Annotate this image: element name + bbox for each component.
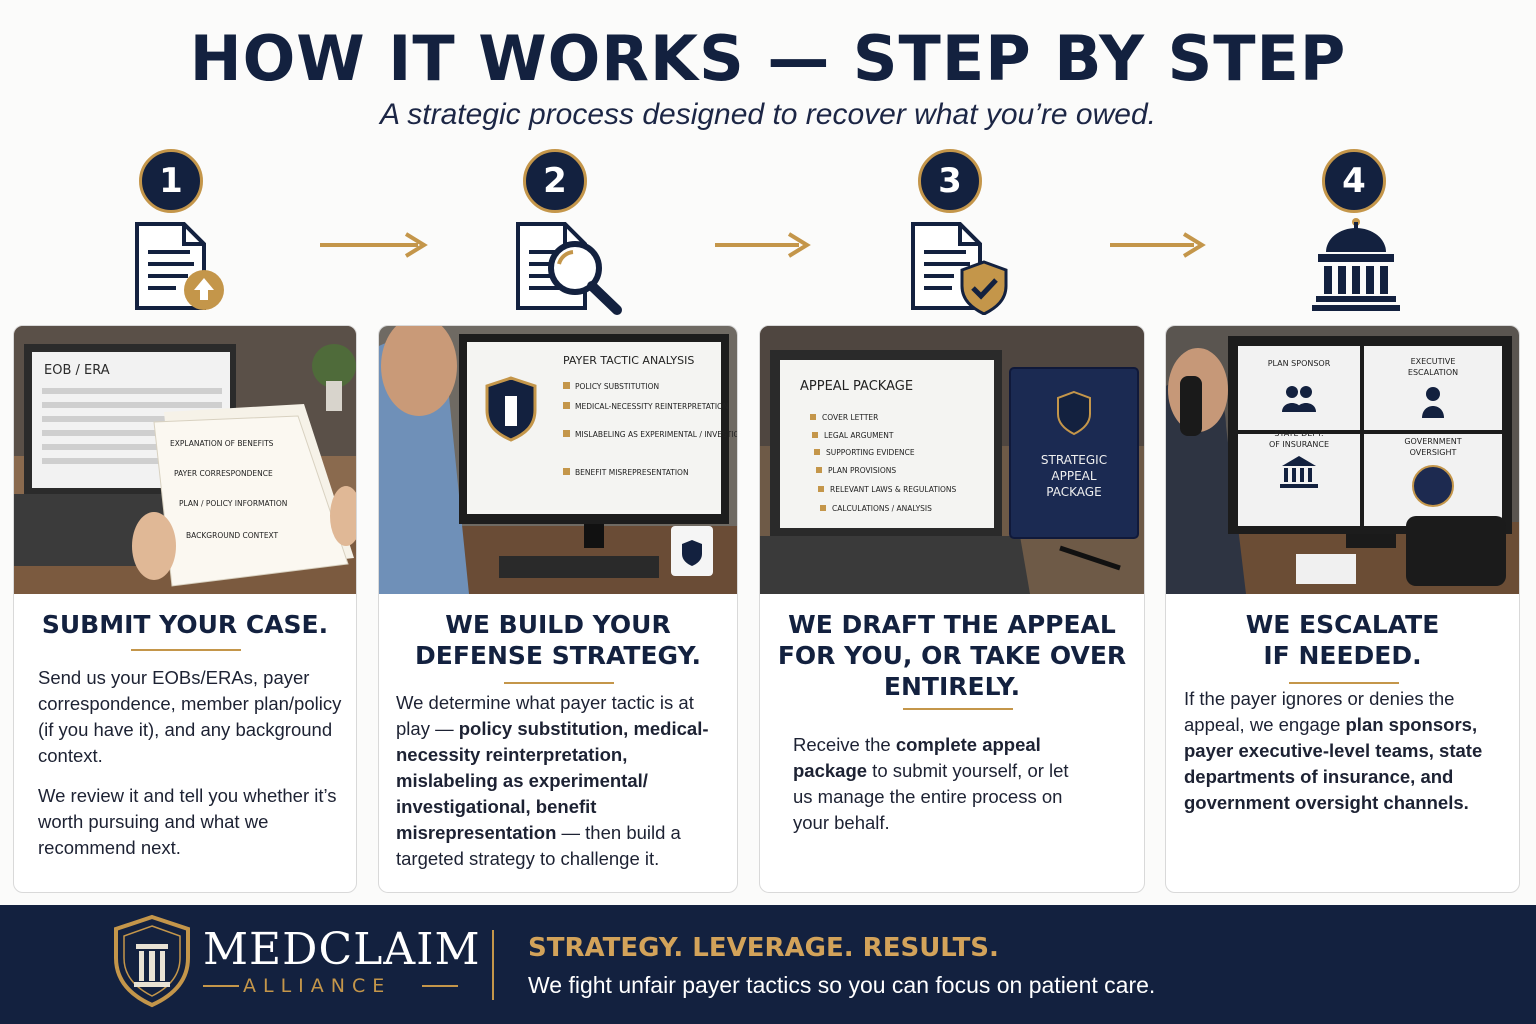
tactic-item: BENEFIT MISREPRESENTATION — [575, 468, 689, 477]
step-4-title: WE ESCALATE IF NEEDED. — [1166, 609, 1519, 671]
eob-screen-title: EOB / ERA — [44, 363, 110, 378]
step-2-title-line-2: DEFENSE STRATEGY. — [415, 641, 701, 670]
title-underline — [131, 649, 241, 651]
step-4-badge: 4 — [1322, 149, 1386, 213]
step-4-photo: PLAN SPONSOR EXECUTIVE ESCALATION STATE … — [1166, 326, 1519, 594]
step-3-title: WE DRAFT THE APPEAL FOR YOU, OR TAKE OVE… — [760, 609, 1144, 702]
body-emphasis: plan sponsors, payer executive-level tea… — [1184, 714, 1483, 813]
tactic-item: POLICY SUBSTITUTION — [575, 382, 659, 391]
appeal-item: CALCULATIONS / ANALYSIS — [832, 504, 932, 513]
appeal-screen-title: APPEAL PACKAGE — [800, 379, 913, 394]
arrow-right-icon — [320, 232, 430, 263]
brand-rule-left — [203, 985, 239, 987]
body-text: If the payer ignores or denies the appea… — [1184, 688, 1455, 735]
brand-subname: ALLIANCE — [243, 975, 392, 997]
step-3-body: Receive the complete appeal package to s… — [793, 732, 1093, 850]
svg-text:OF INSURANCE: OF INSURANCE — [1269, 440, 1329, 449]
svg-text:ESCALATION: ESCALATION — [1408, 368, 1458, 377]
tactic-item: MISLABELING AS EXPERIMENTAL / INVESTIGAT… — [575, 430, 737, 439]
step-1-photo: EOB / ERA EXPLANATION OF BENEFITS PAYER … — [14, 326, 356, 594]
brand-rule-right — [422, 985, 458, 987]
footer-divider — [492, 930, 494, 1000]
step-3-photo: APPEAL PACKAGE COVER LETTER LEGAL ARGUME… — [760, 326, 1144, 594]
step-2-title-line-1: WE BUILD YOUR — [445, 610, 671, 639]
paper-label: EXPLANATION OF BENEFITS — [170, 439, 274, 448]
page-title: HOW IT WORKS — STEP BY STEP — [189, 22, 1347, 95]
paper-list: EXPLANATION OF BENEFITS PAYER CORRESPOND… — [170, 439, 287, 540]
binder-label-line-3: PACKAGE — [1046, 485, 1101, 499]
step-1-title: SUBMIT YOUR CASE. — [41, 610, 329, 639]
body-text: to submit yourself, or let us manage the… — [793, 760, 1069, 833]
analysis-screen-title: PAYER TACTIC ANALYSIS — [563, 354, 694, 367]
footer-bar — [0, 905, 1536, 1024]
step-1-paragraph-1: Send us your EOBs/ERAs, payer correspond… — [38, 667, 342, 766]
title-underline — [504, 682, 614, 684]
step-1-paragraph-2: We review it and tell you whether it’s w… — [38, 785, 337, 858]
svg-text:STATE DEPT.: STATE DEPT. — [1274, 429, 1323, 438]
appeal-item: SUPPORTING EVIDENCE — [826, 448, 915, 457]
paper-label: PLAN / POLICY INFORMATION — [179, 499, 287, 508]
step-1-badge: 1 — [139, 149, 203, 213]
document-upload-icon — [132, 220, 227, 317]
arrow-right-icon — [715, 232, 825, 263]
appeal-item: LEGAL ARGUMENT — [824, 431, 894, 440]
brand-name: MEDCLAIM — [203, 924, 481, 975]
step-1-card: EOB / ERA EXPLANATION OF BENEFITS PAYER … — [13, 325, 357, 893]
body-text: — then build a targeted strategy to chal… — [396, 822, 681, 869]
binder-label-line-2: APPEAL — [1051, 469, 1096, 483]
step-3-title-line-2: FOR YOU, OR TAKE OVER — [777, 641, 1127, 670]
body-text: Receive the — [793, 734, 896, 755]
page-subtitle: A strategic process designed to recover … — [380, 98, 1156, 131]
step-4-card: PLAN SPONSOR EXECUTIVE ESCALATION STATE … — [1165, 325, 1520, 893]
step-3-badge: 3 — [918, 149, 982, 213]
svg-text:OVERSIGHT: OVERSIGHT — [1410, 448, 1457, 457]
footer-subline: We fight unfair payer tactics so you can… — [528, 972, 1156, 998]
body-text: We determine what payer tactic is at pla… — [396, 692, 694, 739]
appeal-item: RELEVANT LAWS & REGULATIONS — [830, 485, 957, 494]
paper-label: BACKGROUND CONTEXT — [186, 531, 279, 540]
svg-text:EXECUTIVE: EXECUTIVE — [1411, 357, 1456, 366]
step-4-body: If the payer ignores or denies the appea… — [1184, 686, 1509, 830]
body-emphasis: policy substitution, medical-necessity r… — [396, 718, 709, 843]
medclaim-logo-shield-icon — [112, 914, 192, 1013]
binder-label-line-1: STRATEGIC — [1041, 453, 1107, 467]
arrow-right-icon — [1110, 232, 1220, 263]
step-2-photo: PAYER TACTIC ANALYSIS POLICY SUBSTITUTIO… — [379, 326, 737, 594]
escalation-tile-label: PLAN SPONSOR — [1268, 359, 1331, 368]
step-4-title-line-2: IF NEEDED. — [1263, 641, 1422, 670]
svg-text:GOVERNMENT: GOVERNMENT — [1404, 437, 1461, 446]
footer-tagline: STRATEGY. LEVERAGE. RESULTS. — [528, 933, 999, 963]
paper-label: PAYER CORRESPONDENCE — [174, 469, 273, 478]
step-3-title-line-3: ENTIRELY. — [883, 672, 1021, 701]
step-2-card: PAYER TACTIC ANALYSIS POLICY SUBSTITUTIO… — [378, 325, 738, 893]
document-search-icon — [513, 220, 625, 320]
step-2-title: WE BUILD YOUR DEFENSE STRATEGY. — [379, 609, 737, 671]
step-3-title-line-1: WE DRAFT THE APPEAL — [788, 610, 1116, 639]
appeal-item: COVER LETTER — [822, 413, 878, 422]
step-3-card: APPEAL PACKAGE COVER LETTER LEGAL ARGUME… — [759, 325, 1145, 893]
title-underline — [1289, 682, 1399, 684]
tactic-item: MEDICAL-NECESSITY REINTERPRETATION — [575, 402, 729, 411]
title-underline — [903, 708, 1013, 710]
government-building-icon — [1310, 214, 1402, 319]
document-shield-check-icon — [908, 220, 1010, 320]
appeal-item: PLAN PROVISIONS — [828, 466, 896, 475]
step-2-body: We determine what payer tactic is at pla… — [396, 690, 721, 886]
step-2-badge: 2 — [523, 149, 587, 213]
step-1-body: Send us your EOBs/ERAs, payer correspond… — [38, 665, 343, 875]
body-emphasis: complete appeal package — [793, 734, 1041, 781]
step-4-title-line-1: WE ESCALATE — [1245, 610, 1440, 639]
